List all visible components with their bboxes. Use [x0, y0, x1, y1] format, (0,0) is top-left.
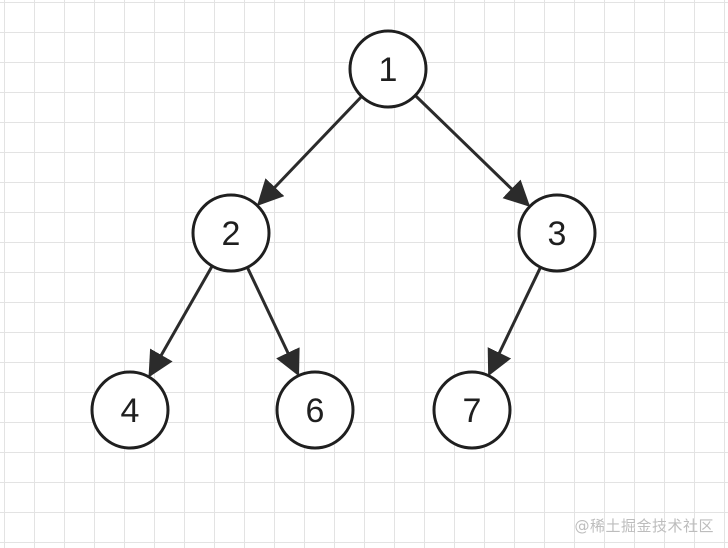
node-label: 1	[379, 51, 398, 89]
edge-n3-n7	[487, 266, 542, 377]
edge-n1-n2	[256, 95, 363, 206]
node-circle	[90, 370, 170, 450]
tree-node-2: 2	[191, 193, 271, 273]
node-label: 6	[306, 392, 325, 430]
tree-node-4: 4	[90, 370, 170, 450]
node-label: 3	[548, 215, 567, 253]
node-label: 4	[121, 392, 140, 430]
tree-node-1: 1	[348, 29, 428, 109]
node-circle	[517, 193, 597, 273]
node-label: 7	[463, 392, 482, 430]
watermark: @稀土掘金技术社区	[574, 517, 714, 535]
node-circle	[191, 193, 271, 273]
tree-edges	[148, 94, 542, 378]
tree-nodes: 1 2 3 4 6 7	[90, 29, 597, 450]
node-circle	[348, 29, 428, 109]
edge-n2-n6	[245, 266, 300, 377]
edge-n2-n4	[148, 265, 214, 378]
node-circle	[432, 370, 512, 450]
node-circle	[275, 370, 355, 450]
tree-node-6: 6	[275, 370, 355, 450]
tree-node-3: 3	[517, 193, 597, 273]
tree-node-7: 7	[432, 370, 512, 450]
node-label: 2	[222, 215, 241, 253]
edge-n1-n3	[414, 94, 531, 207]
